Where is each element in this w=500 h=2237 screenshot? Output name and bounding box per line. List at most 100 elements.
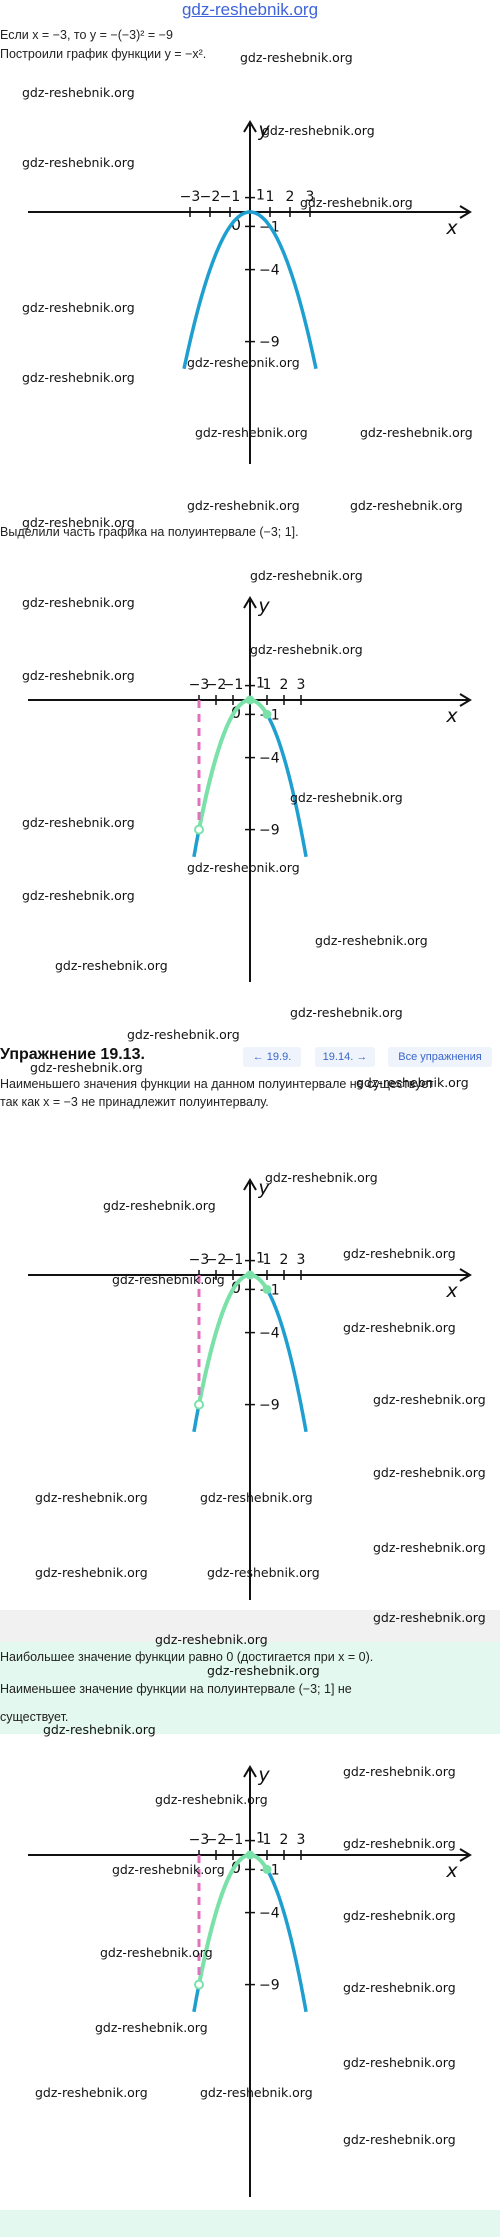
watermark: gdz-reshebnik.org bbox=[356, 1075, 469, 1090]
watermark: gdz-reshebnik.org bbox=[343, 2132, 456, 2147]
x-axis-label: x bbox=[445, 1860, 458, 1882]
watermark: gdz-reshebnik.org bbox=[195, 425, 308, 440]
y-axis-arrow bbox=[243, 1178, 257, 1191]
highlighted-segment bbox=[197, 698, 269, 830]
x-axis-label: x bbox=[445, 1280, 458, 1302]
y-tick-label: −9 bbox=[259, 1978, 280, 1994]
x-axis-label: x bbox=[445, 217, 458, 239]
y-tick-label: 1 bbox=[256, 676, 265, 692]
highlighted-segment bbox=[197, 1853, 269, 1985]
y-axis-label: y bbox=[257, 1177, 270, 1199]
watermark: gdz-reshebnik.org bbox=[343, 1908, 456, 1923]
watermark: gdz-reshebnik.org bbox=[343, 1764, 456, 1779]
y-tick-label: −9 bbox=[259, 335, 280, 351]
watermark: gdz-reshebnik.org bbox=[360, 425, 473, 440]
vertex-point bbox=[245, 1270, 255, 1280]
watermark: gdz-reshebnik.org bbox=[262, 123, 375, 138]
watermark: gdz-reshebnik.org bbox=[155, 1792, 268, 1807]
solution-text-3: Выделили часть графика на полуинтервале … bbox=[0, 525, 299, 539]
watermark: gdz-reshebnik.org bbox=[22, 595, 135, 610]
divider-band bbox=[0, 1610, 500, 1642]
x-tick-label: −3 bbox=[180, 189, 201, 205]
y-axis-arrow bbox=[243, 120, 257, 133]
y-tick-label: −9 bbox=[259, 823, 280, 839]
watermark: gdz-reshebnik.org bbox=[350, 498, 463, 513]
watermark: gdz-reshebnik.org bbox=[22, 85, 135, 100]
y-tick-label: 1 bbox=[256, 188, 265, 204]
watermark: gdz-reshebnik.org bbox=[22, 370, 135, 385]
y-tick-label: −9 bbox=[259, 1398, 280, 1414]
watermark: gdz-reshebnik.org bbox=[187, 498, 300, 513]
y-tick-label: −4 bbox=[259, 751, 280, 767]
answer-text-2: Наименьшее значение функции на полуинтер… bbox=[0, 1682, 352, 1696]
watermark: gdz-reshebnik.org bbox=[240, 50, 353, 65]
solution-text-4: Наименьшего значения функции на данном п… bbox=[0, 1077, 434, 1091]
watermark: gdz-reshebnik.org bbox=[35, 1490, 148, 1505]
solution-text-2: Построили график функции y = −x². bbox=[0, 47, 207, 61]
origin-label: 0 bbox=[231, 215, 241, 234]
x-tick-label: 3 bbox=[297, 1832, 306, 1848]
x-tick-label: −3 bbox=[189, 677, 210, 693]
closed-endpoint bbox=[262, 1864, 272, 1874]
vertex-point bbox=[245, 1850, 255, 1860]
y-tick-label: −4 bbox=[259, 263, 280, 279]
y-tick-label: −4 bbox=[259, 1906, 280, 1922]
solution-text-1: Если x = −3, то y = −(−3)² = −9 bbox=[0, 28, 173, 42]
x-tick-label: −1 bbox=[223, 1252, 244, 1268]
y-tick-label: −4 bbox=[259, 1326, 280, 1342]
x-axis-label: x bbox=[445, 705, 458, 727]
watermark: gdz-reshebnik.org bbox=[250, 642, 363, 657]
watermark: gdz-reshebnik.org bbox=[155, 1632, 268, 1647]
parabola-curve bbox=[182, 210, 318, 370]
x-axis-arrow bbox=[459, 693, 472, 707]
watermark: gdz-reshebnik.org bbox=[207, 1663, 320, 1678]
watermark: gdz-reshebnik.org bbox=[290, 1005, 403, 1020]
watermark: gdz-reshebnik.org bbox=[290, 790, 403, 805]
vertex-point bbox=[245, 695, 255, 705]
x-tick-label: −3 bbox=[189, 1832, 210, 1848]
all-exercises-button[interactable]: Все упражнения bbox=[388, 1047, 492, 1067]
watermark: gdz-reshebnik.org bbox=[343, 1320, 456, 1335]
watermark: gdz-reshebnik.org bbox=[100, 1945, 213, 1960]
solution-text-5: так как x = −3 не принадлежит полуинтерв… bbox=[0, 1095, 269, 1109]
y-axis-arrow bbox=[243, 1765, 257, 1778]
open-endpoint bbox=[194, 1399, 204, 1410]
site-title[interactable]: gdz-reshebnik.org bbox=[181, 0, 319, 19]
x-tick-label: −2 bbox=[200, 189, 221, 205]
watermark: gdz-reshebnik.org bbox=[373, 1610, 486, 1625]
watermark: gdz-reshebnik.org bbox=[112, 1272, 225, 1287]
x-tick-label: 2 bbox=[286, 189, 295, 205]
x-tick-label: −2 bbox=[206, 677, 227, 693]
watermark: gdz-reshebnik.org bbox=[127, 1027, 240, 1042]
watermark: gdz-reshebnik.org bbox=[373, 1392, 486, 1407]
watermark: gdz-reshebnik.org bbox=[315, 933, 428, 948]
watermark: gdz-reshebnik.org bbox=[112, 1862, 225, 1877]
watermark: gdz-reshebnik.org bbox=[35, 2085, 148, 2100]
open-endpoint bbox=[194, 824, 204, 835]
x-tick-label: 3 bbox=[297, 677, 306, 693]
next-exercise-button[interactable]: 19.14. → bbox=[315, 1047, 375, 1067]
watermark: gdz-reshebnik.org bbox=[300, 195, 413, 210]
watermark: gdz-reshebnik.org bbox=[200, 2085, 313, 2100]
x-tick-label: 3 bbox=[297, 1252, 306, 1268]
watermark: gdz-reshebnik.org bbox=[22, 300, 135, 315]
x-tick-label: 2 bbox=[280, 1832, 289, 1848]
x-axis-arrow bbox=[459, 205, 472, 219]
watermark: gdz-reshebnik.org bbox=[22, 888, 135, 903]
highlighted-segment bbox=[197, 1273, 269, 1405]
watermark: gdz-reshebnik.org bbox=[22, 668, 135, 683]
answer-text-3: существует. bbox=[0, 1710, 69, 1724]
watermark: gdz-reshebnik.org bbox=[200, 1490, 313, 1505]
watermark: gdz-reshebnik.org bbox=[207, 1565, 320, 1580]
prev-exercise-button[interactable]: ← 19.9. bbox=[243, 1047, 301, 1067]
answer-box bbox=[0, 1642, 500, 1734]
y-axis-label: y bbox=[257, 119, 270, 141]
y-axis-label: y bbox=[257, 1764, 270, 1786]
watermark: gdz-reshebnik.org bbox=[22, 815, 135, 830]
x-axis-arrow bbox=[459, 1848, 472, 1862]
x-tick-label: −1 bbox=[223, 1832, 244, 1848]
x-tick-label: 3 bbox=[306, 189, 315, 205]
watermark: gdz-reshebnik.org bbox=[265, 1170, 378, 1185]
